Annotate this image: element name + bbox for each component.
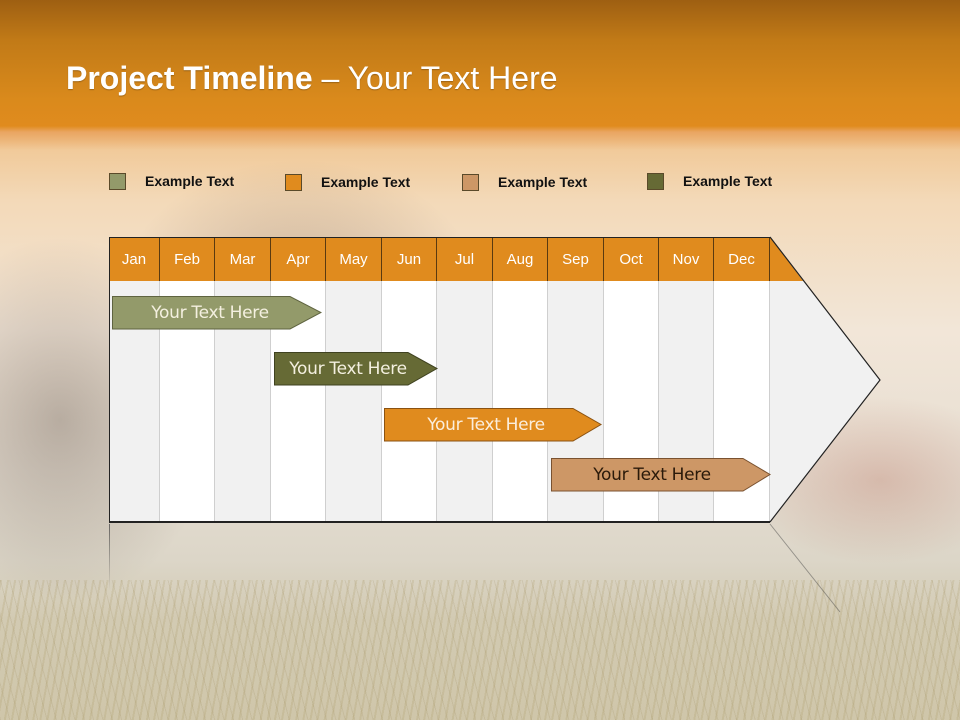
legend-swatch-sage (109, 172, 126, 190)
task-label: Your Text Here (427, 415, 545, 435)
task-bar-2[interactable]: Your Text Here (274, 352, 438, 386)
month-dec: Dec (714, 237, 770, 281)
legend-item: Example Text (462, 172, 587, 192)
task-bar-3[interactable]: Your Text Here (384, 408, 602, 442)
task-bar-4[interactable]: Your Text Here (551, 458, 771, 492)
task-label: Your Text Here (593, 465, 711, 485)
legend-item: Example Text (109, 171, 234, 191)
month-oct: Oct (604, 237, 659, 281)
legend-item: Example Text (647, 171, 772, 191)
legend-label: Example Text (145, 173, 235, 189)
timeline-reflection (109, 524, 110, 590)
timeline-grid: Jan Feb Mar Apr May Jun Jul Aug Sep Oct … (109, 237, 770, 522)
task-bar-1[interactable]: Your Text Here (112, 296, 322, 330)
legend-label: Example Text (321, 174, 411, 190)
month-jul: Jul (437, 237, 493, 281)
legend-swatch-tan (462, 173, 479, 191)
month-aug: Aug (493, 237, 548, 281)
header-band (0, 0, 960, 150)
timeline-baseline (109, 521, 770, 523)
legend-swatch-orange (285, 173, 302, 191)
legend-label: Example Text (498, 174, 588, 190)
column-jun (382, 281, 437, 522)
task-label: Your Text Here (151, 303, 269, 323)
slide-title: Project Timeline – Your Text Here (66, 60, 558, 97)
legend-swatch-olive (647, 172, 664, 190)
title-bold: Project Timeline (66, 60, 313, 96)
month-apr: Apr (271, 237, 326, 281)
month-feb: Feb (160, 237, 215, 281)
month-may: May (326, 237, 382, 281)
month-sep: Sep (548, 237, 604, 281)
column-may (326, 281, 382, 522)
month-nov: Nov (659, 237, 714, 281)
column-jul (437, 281, 493, 522)
grass-texture (0, 580, 960, 720)
legend-item: Example Text (285, 172, 410, 192)
column-aug (493, 281, 548, 522)
task-label: Your Text Here (289, 359, 407, 379)
month-jan: Jan (109, 237, 160, 281)
legend-label: Example Text (683, 173, 773, 189)
month-jun: Jun (382, 237, 437, 281)
month-mar: Mar (215, 237, 271, 281)
title-rest: – Your Text Here (312, 60, 558, 96)
